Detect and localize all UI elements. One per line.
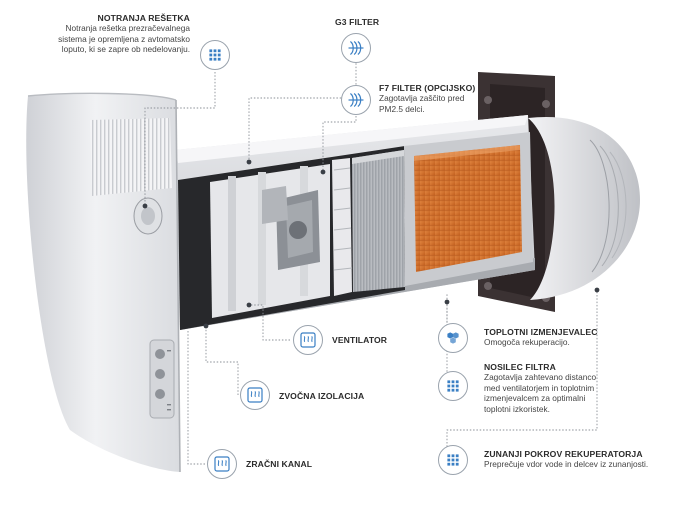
- g3-filter-callout: G3 FILTER: [335, 17, 379, 27]
- heat-exchanger-desc-1: Omogoča rekuperacijo.: [484, 337, 570, 347]
- g3-filter-icon: [341, 33, 371, 63]
- inner-grille-desc-3: loputo, ki se zapre ob nedelovanju.: [61, 44, 190, 55]
- f7-filter: [352, 150, 405, 292]
- sound-insulation-title: ZVOČNA IZOLACIJA: [279, 391, 365, 401]
- f7-filter-callout: F7 FILTER (OPCIJSKO) Zagotavlja zaščito …: [379, 83, 475, 114]
- anchor-dots: [142, 159, 600, 329]
- fan-airflow-icon: [293, 325, 323, 355]
- fan-assembly: [210, 164, 330, 318]
- filter-carrier-grid-icon: [438, 371, 468, 401]
- inner-grille-desc-2: sistema je opremljena z avtomatsko: [58, 33, 190, 44]
- f7-filter-desc-2: PM2.5 delci.: [379, 103, 425, 114]
- outer-cover-grid-icon: [438, 445, 468, 475]
- f7-filter-desc-1: Zagotavlja zaščito pred: [379, 93, 465, 103]
- g3-filter: [332, 158, 353, 296]
- inner-grille-title: NOTRANJA REŠETKA: [97, 13, 190, 23]
- inner-grille: [26, 92, 181, 473]
- outer-cover-callout: ZUNANJI POKROV REKUPERATORJA Preprečuje …: [484, 449, 648, 470]
- filter-carrier-desc-2: med ventilatorjem in toplotnim: [484, 382, 595, 393]
- sound-insulation-airflow-icon: [240, 380, 270, 410]
- heat-exchanger-title: TOPLOTNI IZMENJEVALEC: [484, 327, 598, 337]
- sound-insulation-callout: ZVOČNA IZOLACIJA: [279, 391, 364, 401]
- inner-grille-callout: NOTRANJA REŠETKA Notranja rešetka prezra…: [58, 13, 190, 55]
- heat-exchanger-hexagon-icon: [438, 323, 468, 353]
- f7-filter-title: F7 FILTER (OPCIJSKO): [379, 83, 476, 93]
- filter-carrier-desc-1: Zagotavlja zahtevano distanco: [484, 372, 597, 382]
- filter-carrier-callout: NOSILEC FILTRA Zagotavlja zahtevano dist…: [484, 362, 596, 414]
- air-duct-callout: ZRAČNI KANAL: [246, 459, 312, 469]
- fan-title: VENTILATOR: [332, 335, 388, 345]
- inner-grille-grid-icon: [200, 40, 230, 70]
- leader-lines: [144, 60, 598, 465]
- outer-cover-title: ZUNANJI POKROV REKUPERATORJA: [484, 449, 643, 459]
- filter-carrier-desc-3: izmenjevalcem za optimalni: [484, 393, 586, 404]
- heat-exchanger: [404, 132, 533, 286]
- outer-cover-desc-1: Preprečuje vdor vode in delcev iz zunanj…: [484, 459, 649, 469]
- filter-carrier-desc-4: toplotni izkoristek.: [484, 403, 550, 414]
- fan-callout: VENTILATOR: [332, 335, 387, 345]
- air-duct-airflow-icon: [207, 449, 237, 479]
- inner-grille-desc-1: Notranja rešetka prezračevalnega: [65, 23, 190, 33]
- g3-filter-title: G3 FILTER: [335, 17, 380, 27]
- heat-exchanger-callout: TOPLOTNI IZMENJEVALEC Omogoča rekuperaci…: [484, 327, 598, 348]
- air-duct-title: ZRAČNI KANAL: [246, 459, 313, 469]
- filter-carrier-title: NOSILEC FILTRA: [484, 362, 556, 372]
- outer-cover: [528, 116, 640, 301]
- f7-filter-icon: [341, 85, 371, 115]
